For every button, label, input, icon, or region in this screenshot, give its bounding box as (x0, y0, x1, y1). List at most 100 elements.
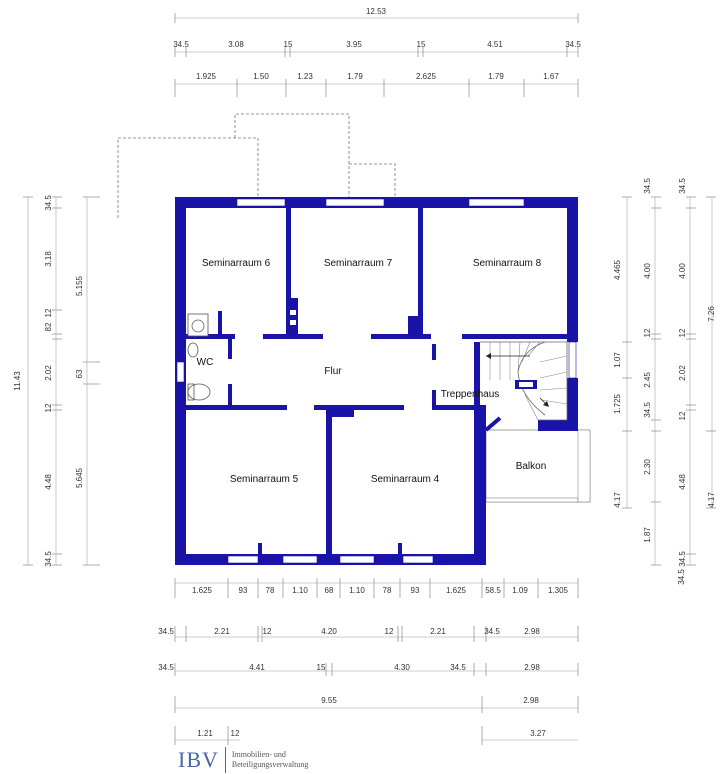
dim-left-total: 11.43 (13, 371, 22, 391)
dim-top-3-1: 1.50 (253, 72, 269, 81)
dim-top-2-3: 3.95 (346, 40, 362, 49)
dim-right-2-3: 2.45 (643, 372, 652, 388)
dim-left-2-2: 5.645 (75, 467, 84, 488)
logo-line-1: Immobilien- und (231, 750, 286, 759)
wall-gap (290, 320, 296, 325)
dim-bot-3-0: 34.5 (158, 663, 174, 672)
room-labels: Seminarraum 6 Seminarraum 7 Seminarraum … (197, 258, 547, 485)
wall-gap (290, 310, 296, 315)
bottom-dimensions: 1.625 93 78 1.10 68 1.10 78 93 1.625 58.… (158, 578, 579, 745)
dim-bot-2-1: 2.21 (214, 627, 230, 636)
dim-right-3-4: 12 (678, 411, 687, 420)
dim-bot-2-2: 12 (263, 627, 272, 636)
dim-bot-2-5: 2.21 (430, 627, 446, 636)
dim-bot-5-1: 12 (231, 729, 240, 738)
dim-left-1-4: 2.02 (44, 365, 53, 381)
balkon-area (485, 429, 591, 503)
dim-bot-4-1: 2.98 (523, 696, 539, 705)
dim-right-1-3: 4.17 (613, 492, 622, 508)
dim-top-3-5: 1.79 (488, 72, 504, 81)
label-flur: Flur (324, 366, 342, 377)
dim-bot-1-5: 1.10 (349, 586, 365, 595)
dim-top-3-0: 1.925 (196, 72, 217, 81)
staircase (480, 341, 568, 421)
label-seminarraum-8: Seminarraum 8 (473, 258, 542, 269)
dim-bot-1-9: 58.5 (485, 586, 501, 595)
dim-right-4-1: 4.17 (707, 492, 716, 508)
dim-top-2-6: 34.5 (565, 40, 581, 49)
dim-bot-2-0: 34.5 (158, 627, 174, 636)
sink-icon (187, 313, 209, 337)
right-dimensions: 4.465 1.07 1.725 4.17 34.5 4.00 12 2.45 … (613, 178, 716, 585)
top-dimensions: 12.53 34.5 3.08 15 3.95 15 4.51 34.5 1.9… (173, 7, 581, 97)
dim-bot-5-0: 1.21 (197, 729, 213, 738)
dim-top-2-4: 15 (417, 40, 426, 49)
arrow-down-icon (543, 401, 549, 407)
dim-bot-3-2: 15 (317, 663, 326, 672)
dim-right-2-7: 34.5 (677, 569, 686, 585)
dim-bot-1-1: 93 (239, 586, 248, 595)
dim-top-3-2: 1.23 (297, 72, 313, 81)
dim-bot-1-3: 1.10 (292, 586, 308, 595)
dim-top-2-0: 34.5 (173, 40, 189, 49)
dim-right-3-1: 4.00 (678, 263, 687, 279)
dashed-roof-outlines (117, 113, 396, 218)
dim-top-3-6: 1.67 (543, 72, 559, 81)
dim-bot-2-3: 4.20 (321, 627, 337, 636)
dim-left-2-1: 63 (75, 369, 84, 378)
dim-right-2-1: 4.00 (643, 263, 652, 279)
label-balkon: Balkon (516, 461, 547, 472)
dim-left-1-0: 34.5 (44, 195, 53, 211)
logo-text: Immobilien- und Beteiligungsverwaltung (226, 750, 308, 770)
label-seminarraum-7: Seminarraum 7 (324, 258, 393, 269)
dim-bot-1-2: 78 (266, 586, 275, 595)
label-seminarraum-5: Seminarraum 5 (230, 474, 299, 485)
dim-right-2-6: 1.87 (643, 527, 652, 543)
dim-bot-4-0: 9.55 (321, 696, 337, 705)
label-wc: WC (197, 357, 214, 368)
dim-top-3-3: 1.79 (347, 72, 363, 81)
dim-bot-1-0: 1.625 (192, 586, 213, 595)
left-dimensions: 11.43 34.5 3.18 12 82 2.02 12 4.48 34.5 … (13, 195, 100, 567)
dim-right-3-6: 34.5 (678, 551, 687, 567)
dim-left-1-2: 12 (44, 308, 53, 317)
dim-bot-1-6: 78 (383, 586, 392, 595)
dim-right-2-0: 34.5 (643, 178, 652, 194)
dim-bot-1-10: 1.09 (512, 586, 528, 595)
dim-bot-2-6: 34.5 (484, 627, 500, 636)
dim-right-4-0: 7.26 (707, 306, 716, 322)
dim-left-1-6: 4.48 (44, 474, 53, 490)
dim-right-3-2: 12 (678, 328, 687, 337)
dim-top-3-4: 2.625 (416, 72, 437, 81)
logo-mark: IBV (178, 747, 226, 773)
dim-bot-2-4: 12 (385, 627, 394, 636)
dim-right-2-4: 34.5 (643, 402, 652, 418)
dim-left-1-3: 82 (44, 322, 53, 331)
dim-bot-3-1: 4.41 (249, 663, 265, 672)
dim-bot-2-7: 2.98 (524, 627, 540, 636)
dim-bot-3-3: 4.30 (394, 663, 410, 672)
dim-bot-1-4: 68 (325, 586, 334, 595)
dim-right-3-0: 34.5 (678, 178, 687, 194)
dim-bot-1-11: 1.305 (548, 586, 569, 595)
dim-right-1-2: 1.725 (613, 393, 622, 414)
dim-bot-1-8: 1.625 (446, 586, 467, 595)
dim-right-1-0: 4.465 (613, 259, 622, 280)
toilet-icon (187, 342, 199, 358)
dim-left-1-1: 3.18 (44, 251, 53, 267)
dim-left-1-7: 34.5 (44, 551, 53, 567)
dim-top-2-1: 3.08 (228, 40, 244, 49)
dim-right-1-1: 1.07 (613, 352, 622, 368)
dim-right-2-2: 12 (643, 328, 652, 337)
wc-fixtures (187, 313, 211, 401)
arrow-left-icon (486, 353, 491, 359)
label-seminarraum-6: Seminarraum 6 (202, 258, 271, 269)
dim-right-3-5: 4.48 (678, 474, 687, 490)
dim-bot-3-4: 34.5 (450, 663, 466, 672)
logo-line-2: Beteiligungsverwaltung (231, 760, 309, 769)
label-seminarraum-4: Seminarraum 4 (371, 474, 440, 485)
dim-bot-5-2: 3.27 (530, 729, 546, 738)
inner-walls (186, 208, 567, 556)
dim-bot-1-7: 93 (411, 586, 420, 595)
